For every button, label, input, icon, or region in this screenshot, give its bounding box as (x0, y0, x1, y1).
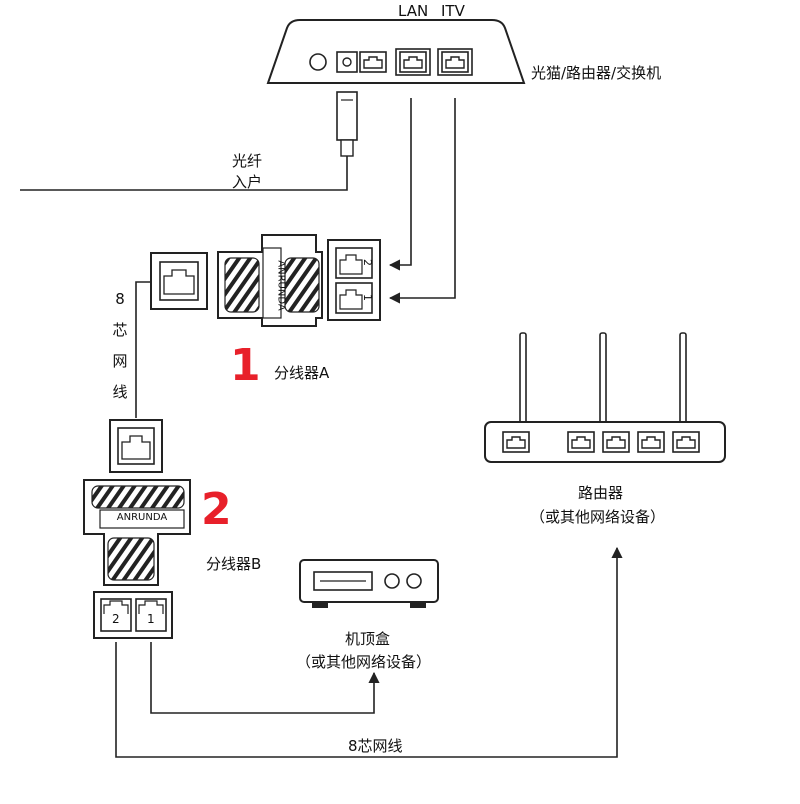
vertical-char: 8 (115, 290, 125, 308)
modem-phone-port (359, 51, 387, 73)
splitter-a-port-1-number: 1 (361, 294, 374, 301)
router-lan-port-4 (672, 431, 700, 453)
modem-label: 光猫/路由器/交换机 (531, 64, 662, 82)
splitter-b-port-2-number: 2 (112, 612, 120, 626)
splitter-a-number: 1 (230, 340, 261, 391)
vertical-char: 线 (112, 383, 128, 401)
splitter-b-port-2 (100, 598, 132, 632)
itv-line (388, 98, 456, 304)
fiber-label-line1: 光纤 (232, 152, 263, 170)
splitter-b-port-1 (135, 598, 167, 632)
splitter-a-port-2-number: 2 (361, 259, 374, 266)
splitter-a (150, 234, 381, 327)
splitter-a-brand: ANRUNDA (275, 260, 287, 311)
router-lan-port-2 (602, 431, 630, 453)
modem-itv-port (441, 51, 469, 73)
splitter-b (83, 419, 191, 639)
modem-power-led (309, 53, 327, 71)
splitter-a-label: 分线器A (274, 364, 330, 382)
splitter-a-port-1 (335, 282, 373, 314)
cable-8core-vertical-label: 8 芯 网 线 (110, 284, 130, 408)
router-label-line1: 路由器 (578, 484, 624, 502)
cable-to-settop (150, 642, 380, 714)
cable-to-router (115, 546, 623, 758)
router-wan-port (502, 431, 530, 453)
modem-device (266, 19, 526, 84)
modem-lan-label: LAN (398, 2, 429, 20)
bottom-cable-label: 8芯网线 (348, 737, 403, 755)
modem-itv-label: ITV (441, 2, 465, 20)
splitter-b-port-1-number: 1 (147, 612, 155, 626)
vertical-char: 芯 (112, 321, 128, 339)
splitter-b-number: 2 (201, 484, 232, 535)
fiber-line (20, 156, 348, 191)
fiber-label-line2: 入户 (232, 173, 263, 191)
vertical-char: 网 (112, 352, 128, 370)
settop-box (299, 559, 439, 608)
cable-a-to-b (135, 281, 151, 418)
router-device (484, 332, 726, 463)
router-label-line2: （或其他网络设备） (530, 508, 666, 526)
modem-lan-port (399, 51, 427, 73)
router-lan-port-1 (567, 431, 595, 453)
splitter-b-brand: ANRUNDA (116, 512, 168, 523)
splitter-b-label: 分线器B (206, 555, 262, 573)
splitter-a-port-2 (335, 247, 373, 279)
lan-line (388, 98, 412, 271)
settop-label-line2: （或其他网络设备） (296, 653, 432, 671)
fiber-connector (336, 91, 358, 157)
router-lan-port-3 (637, 431, 665, 453)
settop-label-line1: 机顶盒 (345, 630, 391, 648)
